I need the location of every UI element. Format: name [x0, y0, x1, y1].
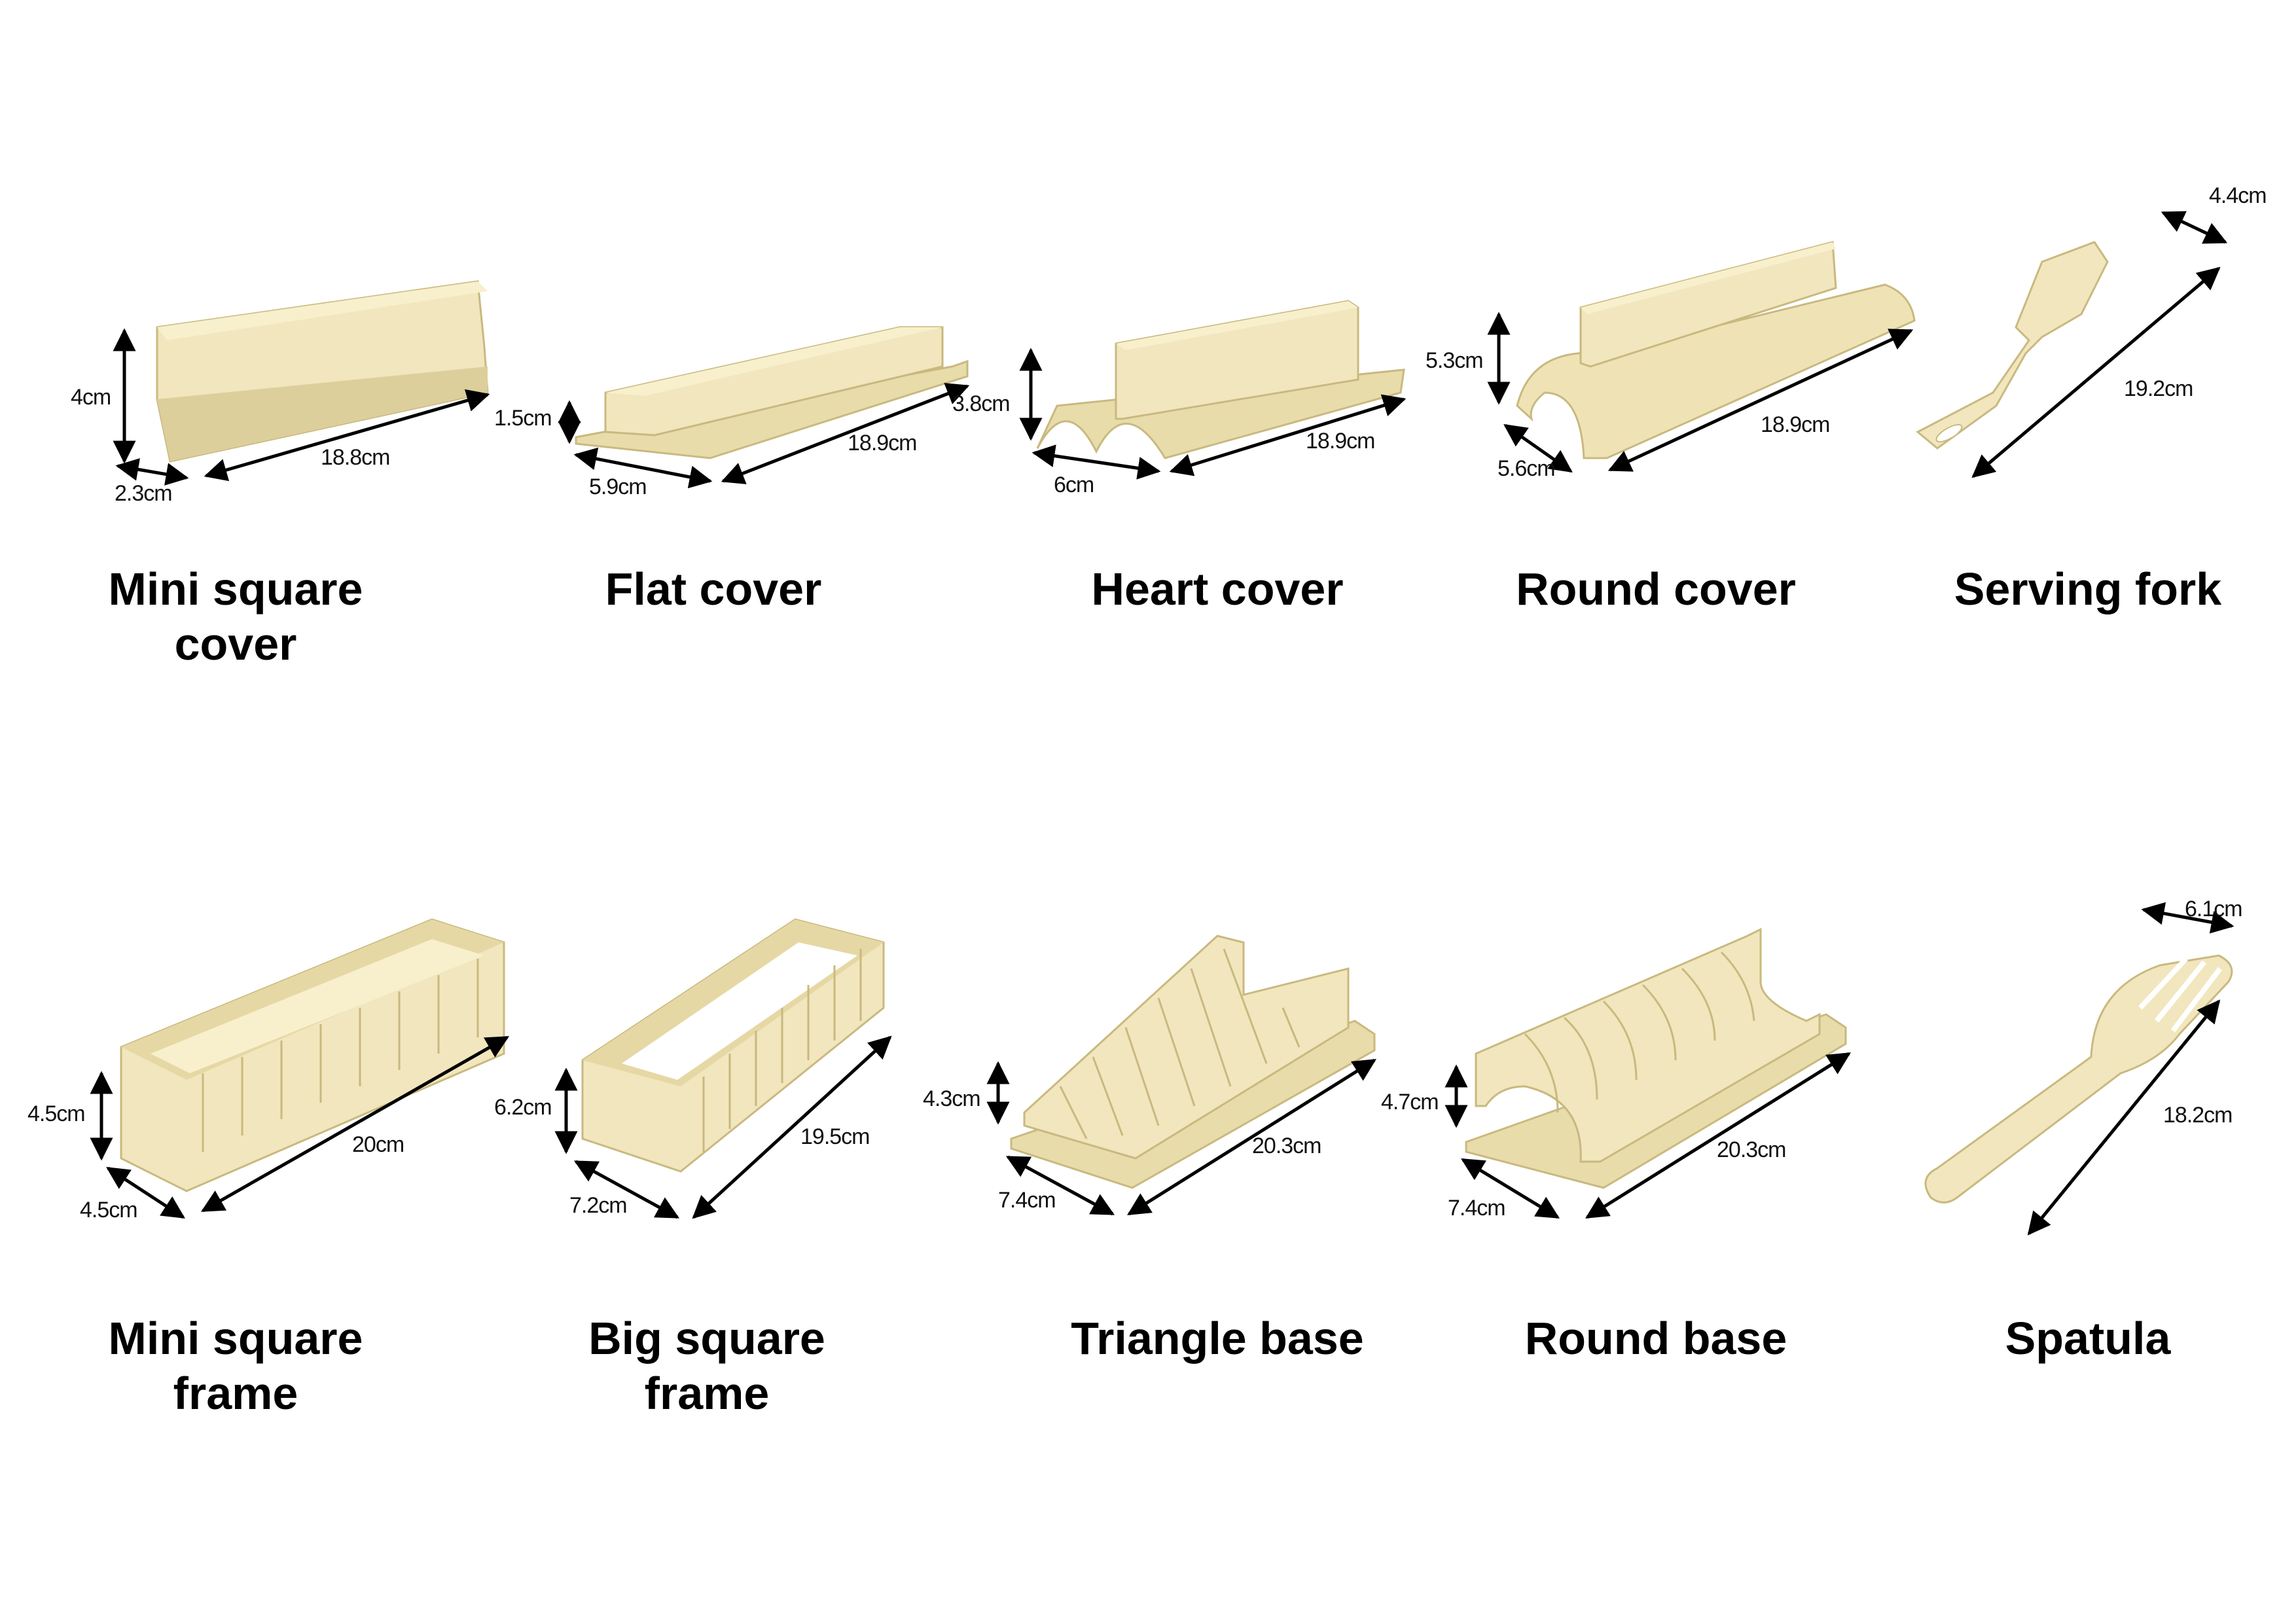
dimension-length-label: 20.3cm	[1252, 1133, 1321, 1158]
item-title: Round base	[1524, 1313, 1787, 1364]
item-title: Round cover	[1516, 563, 1796, 615]
dimension-length-label: 20.3cm	[1717, 1137, 1786, 1162]
dimension-height-label: 1.5cm	[494, 406, 552, 431]
dimension-length-label: 18.2cm	[2163, 1103, 2233, 1128]
dimension-length-label: 20cm	[352, 1132, 404, 1157]
dimension-depth-label: 5.9cm	[589, 474, 647, 499]
dimension-height-label: 3.8cm	[952, 391, 1011, 416]
dimension-height-label: 4.5cm	[27, 1101, 86, 1126]
item-title: Mini square frame	[108, 1313, 363, 1419]
dimension-depth-label: 2.3cm	[115, 481, 173, 506]
dimension-height-label: 4.3cm	[923, 1086, 981, 1111]
dimension-depth-label: 5.6cm	[1498, 456, 1556, 481]
dimension-length-label: 18.9cm	[848, 431, 917, 455]
dimension-height-label: 6.2cm	[494, 1095, 552, 1120]
dimension-length-label: 18.8cm	[321, 445, 390, 470]
item-title: Spatula	[2005, 1313, 2171, 1364]
dimension-width-label: 4.4cm	[2209, 183, 2267, 208]
dimension-width-label: 6.1cm	[2185, 897, 2243, 921]
dimension-length-label: 19.2cm	[2124, 376, 2193, 401]
item-title: Big square frame	[588, 1313, 825, 1419]
dimension-height-label: 5.3cm	[1426, 348, 1484, 373]
dimension-height-label: 4.7cm	[1381, 1090, 1439, 1115]
dimension-depth-label: 6cm	[1054, 473, 1094, 497]
dimension-depth-label: 7.4cm	[998, 1188, 1056, 1213]
item-title: Mini square cover	[108, 563, 363, 669]
dimension-length-label: 19.5cm	[800, 1124, 870, 1149]
dimension-depth-label: 7.4cm	[1448, 1196, 1506, 1221]
dimension-length-label: 18.9cm	[1306, 429, 1375, 454]
item-title: Serving fork	[1954, 563, 2222, 615]
dimension-length-label: 18.9cm	[1761, 412, 1830, 437]
item-title: Heart cover	[1091, 563, 1344, 615]
item-title: Triangle base	[1071, 1313, 1364, 1364]
item-title: Flat cover	[605, 563, 822, 615]
dimension-depth-label: 4.5cm	[80, 1198, 138, 1222]
dimension-depth-label: 7.2cm	[569, 1193, 628, 1218]
dimension-height-label: 4cm	[71, 385, 111, 410]
